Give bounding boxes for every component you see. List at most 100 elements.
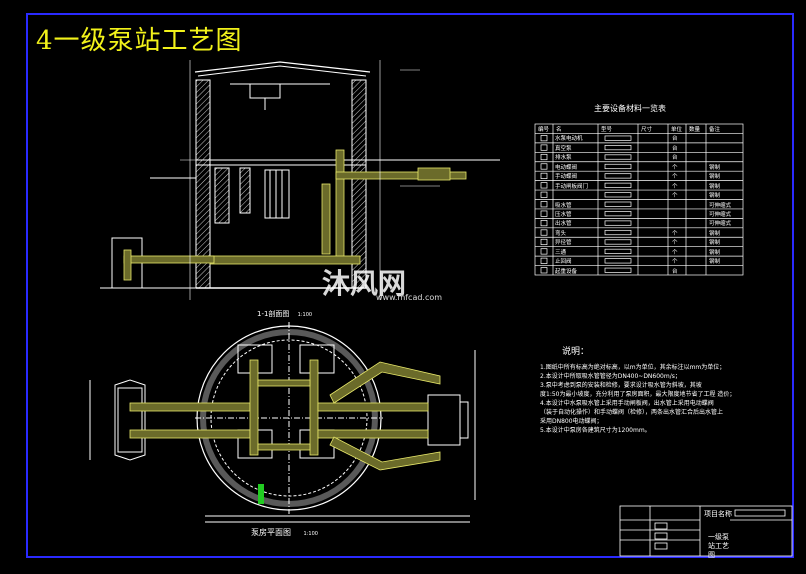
table-model-box [604, 258, 632, 264]
table-cell-name: 水泵电动机 [555, 136, 583, 143]
table-number-box [540, 153, 548, 161]
table-number-box [540, 238, 548, 246]
table-cell-name: 三通 [555, 249, 567, 256]
section-dimensions [180, 60, 440, 300]
table-cell-unit: 个 [672, 193, 678, 200]
table-cell-unit: 个 [672, 174, 678, 181]
table-cell-name: 止回阀 [555, 259, 572, 266]
note-line: 度1:50为最小坡度，充分利用了泵房面积，最大限度地节省了工程 造价； [540, 391, 736, 398]
plan-label-text: 泵房平面图 [251, 528, 291, 537]
table-cell-note: 可伸缩式 [709, 202, 732, 209]
title-block-drawing-name-3: 图 [708, 551, 715, 559]
design-notes: 说明： 1.图纸中所有标高为绝对标高，以m为单位，其余标注以mm为单位； 2.本… [540, 347, 736, 435]
table-number-box [540, 248, 548, 255]
table-cell-note: 钢制 [709, 193, 721, 200]
watermark-brand: 沐风网 [322, 267, 407, 300]
table-cell-note: 钢制 [709, 240, 721, 247]
table-number-box [540, 172, 548, 179]
table-model-box [604, 248, 632, 254]
section-pipes [123, 149, 467, 281]
table-cell-unit: 个 [672, 259, 678, 266]
table-cell-name: 排水泵 [555, 155, 572, 162]
table-header-cell: 备注 [709, 127, 721, 133]
note-line: 4.本设计中水泵吸水管上采用手动闸板阀，出水管上采用电动蝶阀 [540, 400, 714, 407]
table-model-box [604, 267, 632, 273]
table-cell-note: 钢制 [709, 259, 721, 266]
table-cell-unit: 个 [672, 249, 678, 256]
table-cell-unit: 台 [672, 136, 678, 143]
table-model-box [604, 163, 632, 170]
drawing-border [26, 13, 794, 558]
table-cell-note: 钢制 [709, 183, 721, 190]
table-number-box [540, 163, 548, 170]
table-cell-unit: 个 [672, 230, 678, 237]
table-number-box [540, 220, 548, 227]
watermark-url: www.mfcad.com [376, 293, 443, 302]
table-cell-name: 手动闸板阀门 [555, 183, 589, 190]
table-number-box [540, 201, 548, 208]
table-number-box [540, 229, 548, 236]
table-cell-unit: 个 [672, 240, 678, 247]
table-model-box [604, 135, 632, 141]
table-model-box [604, 229, 632, 236]
note-line: 1.图纸中所有标高为绝对标高，以m为单位，其余标注以mm为单位； [540, 364, 726, 371]
table-cell-note: 钢制 [709, 164, 721, 171]
title-block-project-label: 项目名称 [704, 510, 732, 518]
table-cell-note: 可伸缩式 [709, 211, 732, 218]
table-cell-unit: 台 [672, 145, 678, 152]
table-header-cell: 编号 [538, 127, 550, 133]
plan-scale: 1:100 [303, 531, 318, 537]
table-model-box [604, 239, 632, 245]
table-number-box [540, 267, 548, 274]
table-cell-unit: 台 [672, 268, 678, 275]
table-cell-name: 异径管 [555, 240, 572, 247]
table-number-box [540, 257, 548, 264]
plan-pipes [129, 359, 441, 471]
table-header-cell: 型号 [601, 127, 613, 133]
table-cell-name: 起重设备 [555, 268, 578, 275]
table-cell-name: 电动蝶阀 [555, 164, 578, 171]
table-number-box [540, 182, 548, 189]
title-block [619, 505, 793, 557]
section-label-text: 1-1剖面图 [257, 310, 290, 318]
section-label: 1-1剖面图 1:100 [257, 309, 312, 319]
note-line: 采用DN800电动蝶阀； [540, 418, 603, 425]
table-cell-name: 弯头 [555, 230, 567, 237]
table-header-cell: 单位 [671, 127, 683, 133]
table-cell-note: 钢制 [709, 249, 721, 256]
table-number-box [540, 144, 548, 151]
plan-view [89, 322, 476, 523]
equipment-table-title: 主要设备材料一览表 [594, 104, 666, 113]
table-cell-unit: 台 [672, 155, 678, 162]
table-cell-name: 吸水管 [555, 202, 572, 209]
table-cell-unit: 个 [672, 183, 678, 190]
table-model-box [604, 154, 632, 160]
table-cell-name: 手动蝶阀 [555, 174, 578, 181]
table-model-box [604, 201, 632, 207]
table-cell-note: 可伸缩式 [709, 221, 732, 228]
notes-heading: 说明： [562, 347, 590, 357]
table-cell-name: 出水管 [555, 221, 572, 228]
table-number-box [540, 191, 548, 198]
table-cell-note: 钢制 [709, 174, 721, 181]
plan-label: 泵房平面图 1:100 [251, 527, 318, 538]
table-cell-name: 真空泵 [555, 145, 572, 152]
table-header-cell: 数量 [689, 127, 701, 133]
note-line: 5.本设计中泵房各建筑尺寸为1200mm。 [540, 427, 651, 434]
table-model-box [604, 220, 632, 226]
table-model-box [604, 192, 632, 198]
table-number-box [540, 135, 548, 142]
table-cell-unit: 个 [672, 164, 678, 171]
equipment-table-grid [534, 123, 744, 276]
drawing-title: 4一级泵站工艺图 [36, 26, 243, 56]
table-cell-note: 钢制 [709, 230, 721, 237]
title-block-drawing-name-2: 站工艺 [708, 542, 729, 550]
table-model-box [604, 211, 632, 217]
table-model-box [604, 173, 632, 179]
plan-green-marker [258, 484, 264, 504]
table-model-box [604, 182, 632, 188]
note-line: 2.本设计中所取吸水管管径为DN400~DN600m/s； [540, 373, 681, 380]
title-block-drawing-name-1: 一级泵 [708, 533, 729, 541]
